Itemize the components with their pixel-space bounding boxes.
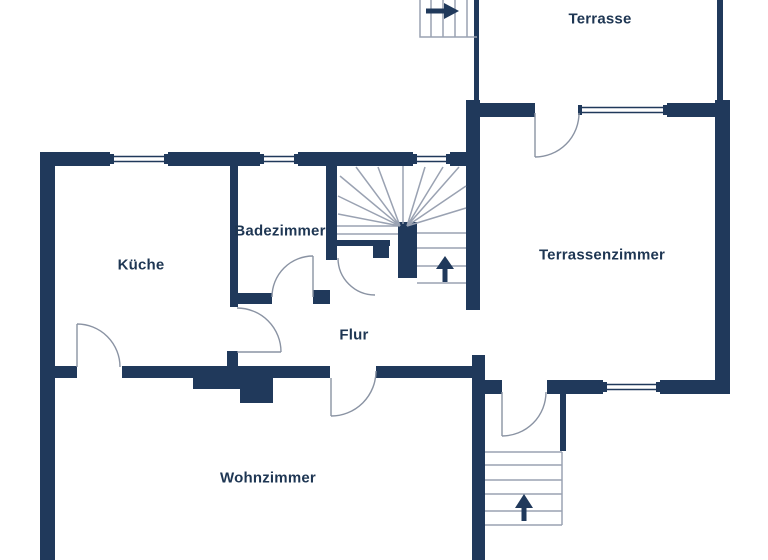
room-label-wohnzimmer: Wohnzimmer	[220, 469, 316, 487]
up-arrow-icon	[436, 256, 454, 282]
staircase-lower	[485, 451, 563, 526]
window-terraceroom-bottom	[603, 382, 660, 392]
wall-top-b	[168, 152, 260, 166]
chimney-block-b	[240, 388, 273, 403]
window-bathroom	[260, 154, 298, 164]
wall-hall-bottom-c	[376, 366, 472, 378]
wall-top-d	[450, 152, 466, 166]
wall-bathroom-right	[326, 166, 337, 260]
door-kitchen-livingroom	[76, 323, 121, 368]
stair-landing-edge	[332, 240, 390, 246]
stair-newel-post	[398, 222, 417, 278]
window-stairwell	[413, 154, 450, 164]
wall-terraceroom-top-b	[667, 103, 717, 117]
wall-terrace-right	[717, 0, 723, 100]
wall-kitchen-right-stub	[227, 351, 238, 367]
door-terraceroom-entry	[534, 112, 580, 158]
wall-terraceroom-right	[715, 100, 730, 394]
wall-terraceroom-top-a	[480, 103, 535, 117]
wall-vestibule-right	[560, 380, 566, 451]
wall-stairwell-right	[466, 100, 480, 310]
room-label-terrassenzimmer: Terrassenzimmer	[538, 246, 666, 264]
window-kitchen	[110, 154, 168, 164]
wall-hall-bottom-b	[122, 366, 330, 378]
wall-terraceroom-bottom-b	[547, 380, 603, 394]
room-label-flur: Flur	[339, 326, 369, 344]
staircase-terrace-outdoor	[419, 0, 477, 38]
door-vestibule	[501, 391, 547, 437]
door-hall-livingroom	[330, 370, 377, 417]
up-arrow-icon	[515, 494, 533, 521]
wall-hall-bottom-a	[55, 366, 77, 378]
wall-bathroom-bottom	[230, 293, 272, 304]
wall-terrace-left	[474, 0, 479, 100]
door-kitchen-hall	[236, 307, 282, 353]
windows	[110, 105, 667, 392]
wall-vestibule-left	[472, 355, 485, 560]
wall-left-exterior	[40, 152, 55, 560]
doors	[76, 112, 580, 437]
wall-terraceroom-bottom-c	[660, 380, 730, 394]
walls	[40, 0, 730, 560]
right-arrow-icon	[426, 3, 459, 19]
wall-top-a	[40, 152, 110, 166]
room-label-terrasse: Terrasse	[568, 10, 632, 28]
door-stairs-hall	[337, 257, 376, 296]
room-label-badezimmer: Badezimmer	[234, 222, 326, 240]
room-label-kueche: Küche	[117, 256, 165, 274]
wall-terraceroom-bottom-a	[485, 380, 502, 394]
window-terraceroom-top	[578, 105, 667, 115]
door-bathroom	[271, 255, 314, 298]
stair-door-hinge-block	[373, 240, 389, 258]
wall-bathroom-bottom-stub	[313, 290, 330, 304]
staircase-central	[337, 166, 467, 284]
wall-kitchen-right	[230, 166, 238, 307]
chimney-block-a	[193, 377, 273, 389]
wall-top-c	[298, 152, 413, 166]
